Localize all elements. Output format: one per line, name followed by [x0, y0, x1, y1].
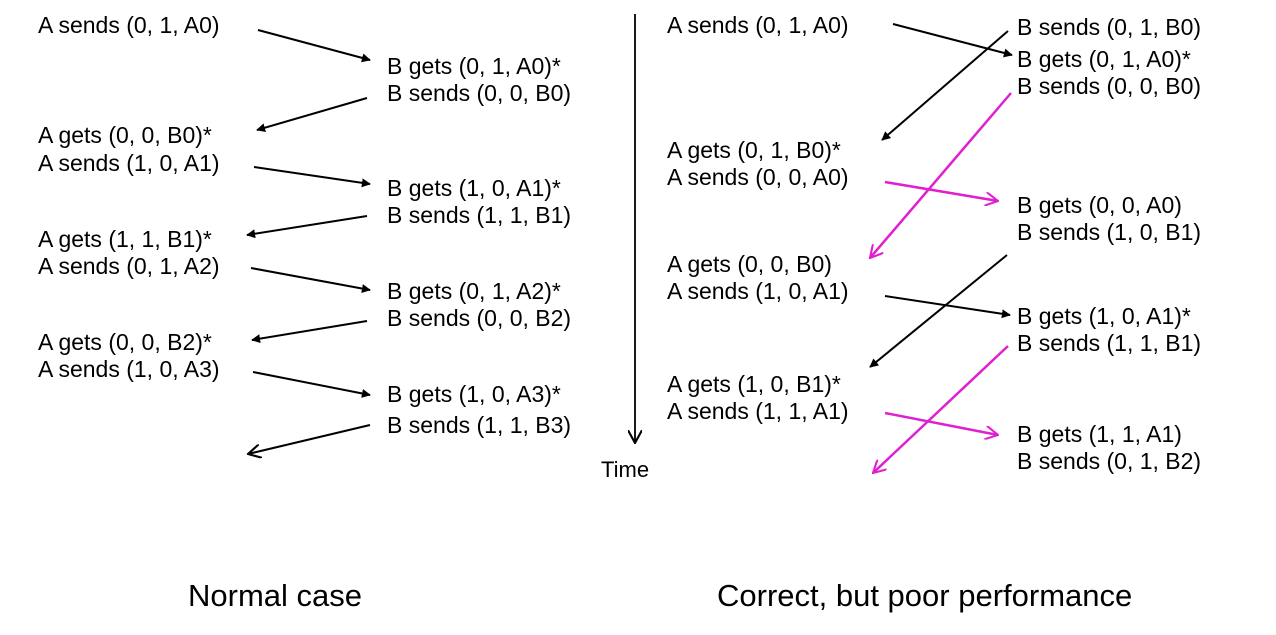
arrow-b-to-a [251, 320, 368, 344]
a-sends-label: A sends (1, 0, A1) [38, 150, 220, 176]
a-sends-label: A sends (1, 0, A3) [38, 356, 220, 382]
a-sends-label: A sends (1, 0, A1) [667, 278, 849, 304]
a-gets-label: A gets (0, 0, B0) [667, 251, 832, 277]
b-gets-label: B gets (0, 1, A2)* [387, 278, 561, 304]
a-sends-label: A sends (0, 1, A2) [38, 253, 220, 279]
b-gets-label: B gets (1, 0, A1)* [1017, 303, 1191, 329]
a-gets-label: A gets (1, 0, B1)* [667, 371, 841, 397]
retransmit-arrow-b-to-a [873, 345, 1009, 473]
b-sends-label: B sends (1, 0, B1) [1017, 219, 1202, 245]
time-axis-label: Time [601, 457, 650, 482]
a-gets-label: A gets (1, 1, B1)* [38, 226, 212, 252]
retransmit-arrow-b-to-a [870, 92, 1012, 258]
arrow-a-to-b [892, 23, 1013, 58]
b-sends-label: B sends (1, 1, B3) [387, 412, 572, 438]
arrow-b-to-a [248, 424, 371, 454]
b-sends-label: B sends (0, 1, B2) [1017, 448, 1202, 474]
b-sends-label: B sends (0, 0, B0) [1017, 73, 1202, 99]
b-sends-label: B sends (0, 1, B0) [1017, 14, 1202, 40]
b-gets-label: B gets (1, 0, A1)* [387, 175, 561, 201]
b-sends-label: B sends (1, 1, B1) [387, 202, 572, 228]
b-gets-label: B gets (0, 0, A0) [1017, 192, 1182, 218]
arrow-b-to-a [246, 215, 368, 239]
a-gets-label: A gets (0, 0, B0)* [38, 122, 212, 148]
arrow-b-to-a [256, 97, 368, 133]
b-gets-label: B gets (0, 1, A0)* [1017, 46, 1191, 72]
b-sends-label: B sends (0, 0, B2) [387, 305, 572, 331]
arrow-a-to-b [252, 371, 371, 398]
b-sends-label: B sends (0, 0, B0) [387, 80, 572, 106]
b-gets-label: B gets (0, 1, A0)* [387, 53, 561, 79]
arrow-a-to-b [250, 267, 371, 293]
retransmit-arrow-a-to-b [884, 411, 998, 435]
arrow-b-to-a [869, 254, 1008, 368]
retransmit-arrow-a-to-b [884, 180, 998, 201]
a-sends-label: A sends (0, 0, A0) [667, 164, 849, 190]
poor-performance-caption: Correct, but poor performance [717, 578, 1133, 613]
b-gets-label: B gets (1, 1, A1) [1017, 421, 1182, 447]
b-gets-label: B gets (1, 0, A3)* [387, 381, 561, 407]
arrow-a-to-b [253, 166, 371, 188]
a-sends-label: A sends (0, 1, A0) [38, 12, 220, 38]
normal-case-caption: Normal case [188, 578, 362, 613]
b-sends-label: B sends (1, 1, B1) [1017, 330, 1202, 356]
a-gets-label: A gets (0, 1, B0)* [667, 137, 841, 163]
a-sends-label: A sends (1, 1, A1) [667, 398, 849, 424]
arrow-a-to-b [884, 295, 1011, 319]
arrow-b-to-a [881, 30, 1009, 141]
arrow-a-to-b [257, 29, 371, 63]
a-gets-label: A gets (0, 0, B2)* [38, 329, 212, 355]
a-sends-label: A sends (0, 1, A0) [667, 12, 849, 38]
